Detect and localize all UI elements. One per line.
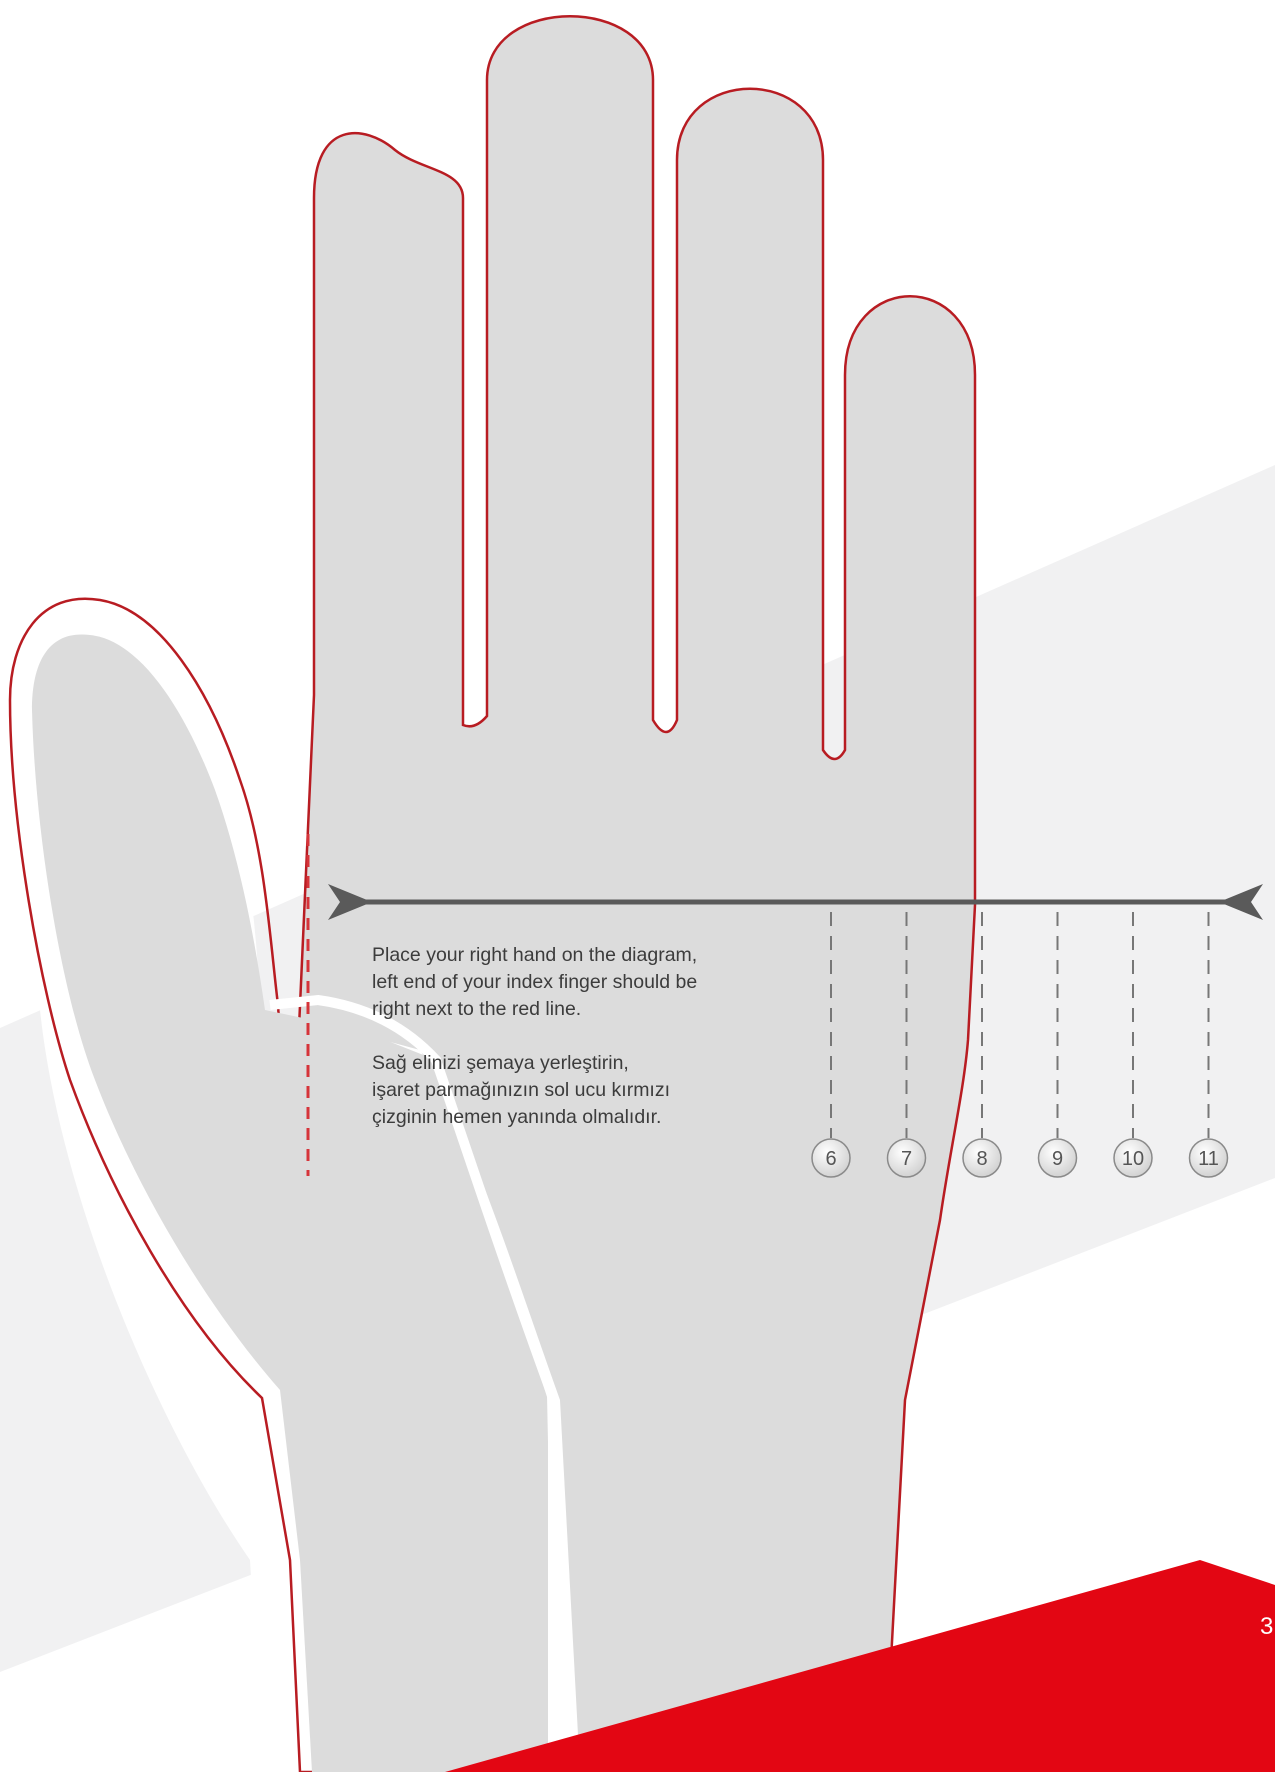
size-marker-label-8: 8 <box>976 1148 987 1170</box>
instruction-line: Place your right hand on the diagram, <box>372 942 792 969</box>
size-marker-label-10: 10 <box>1122 1148 1144 1170</box>
instructions-turkish: Sağ elinizi şemaya yerleştirin, işaret p… <box>372 1050 792 1131</box>
size-marker-label-9: 9 <box>1052 1148 1063 1170</box>
instructions-english: Place your right hand on the diagram, le… <box>372 942 792 1023</box>
size-marker-label-7: 7 <box>901 1148 912 1170</box>
size-marker-label-11: 11 <box>1198 1148 1219 1170</box>
instruction-line: left end of your index finger should be <box>372 969 792 996</box>
page-number: 3 <box>1260 1613 1273 1641</box>
instruction-line: right next to the red line. <box>372 996 792 1023</box>
instruction-line: Sağ elinizi şemaya yerleştirin, <box>372 1050 792 1077</box>
size-marker-label-6: 6 <box>825 1148 836 1170</box>
instruction-line: çizginin hemen yanında olmalıdır. <box>372 1104 792 1131</box>
instruction-line: işaret parmağınızın sol ucu kırmızı <box>372 1077 792 1104</box>
